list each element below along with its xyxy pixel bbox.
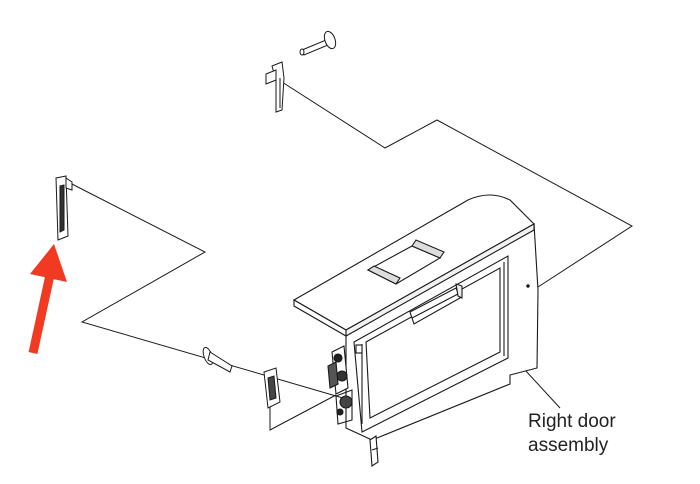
guide-line-lower-hinge: [269, 390, 337, 431]
right-door-assembly: [292, 194, 539, 467]
left-hinge-part: [55, 175, 73, 241]
callout-label: Right door assembly: [528, 410, 616, 458]
door-latch-handle: [409, 283, 463, 325]
door-bottom-foot: [369, 435, 379, 467]
arrow-up-icon: [28, 244, 67, 354]
callout-line-2: assembly: [528, 435, 609, 456]
lower-pin-part: [202, 346, 233, 373]
top-handle-recess: [366, 239, 445, 285]
top-pin-part: [299, 30, 337, 56]
guide-line-top-pin: [281, 81, 633, 288]
door-hinge-mechanism: [327, 345, 353, 425]
top-hinge-part: [265, 61, 285, 113]
lower-hinge-part: [263, 367, 281, 409]
callout-line-1: Right door: [528, 411, 616, 432]
callout-leader-line: [524, 369, 561, 409]
